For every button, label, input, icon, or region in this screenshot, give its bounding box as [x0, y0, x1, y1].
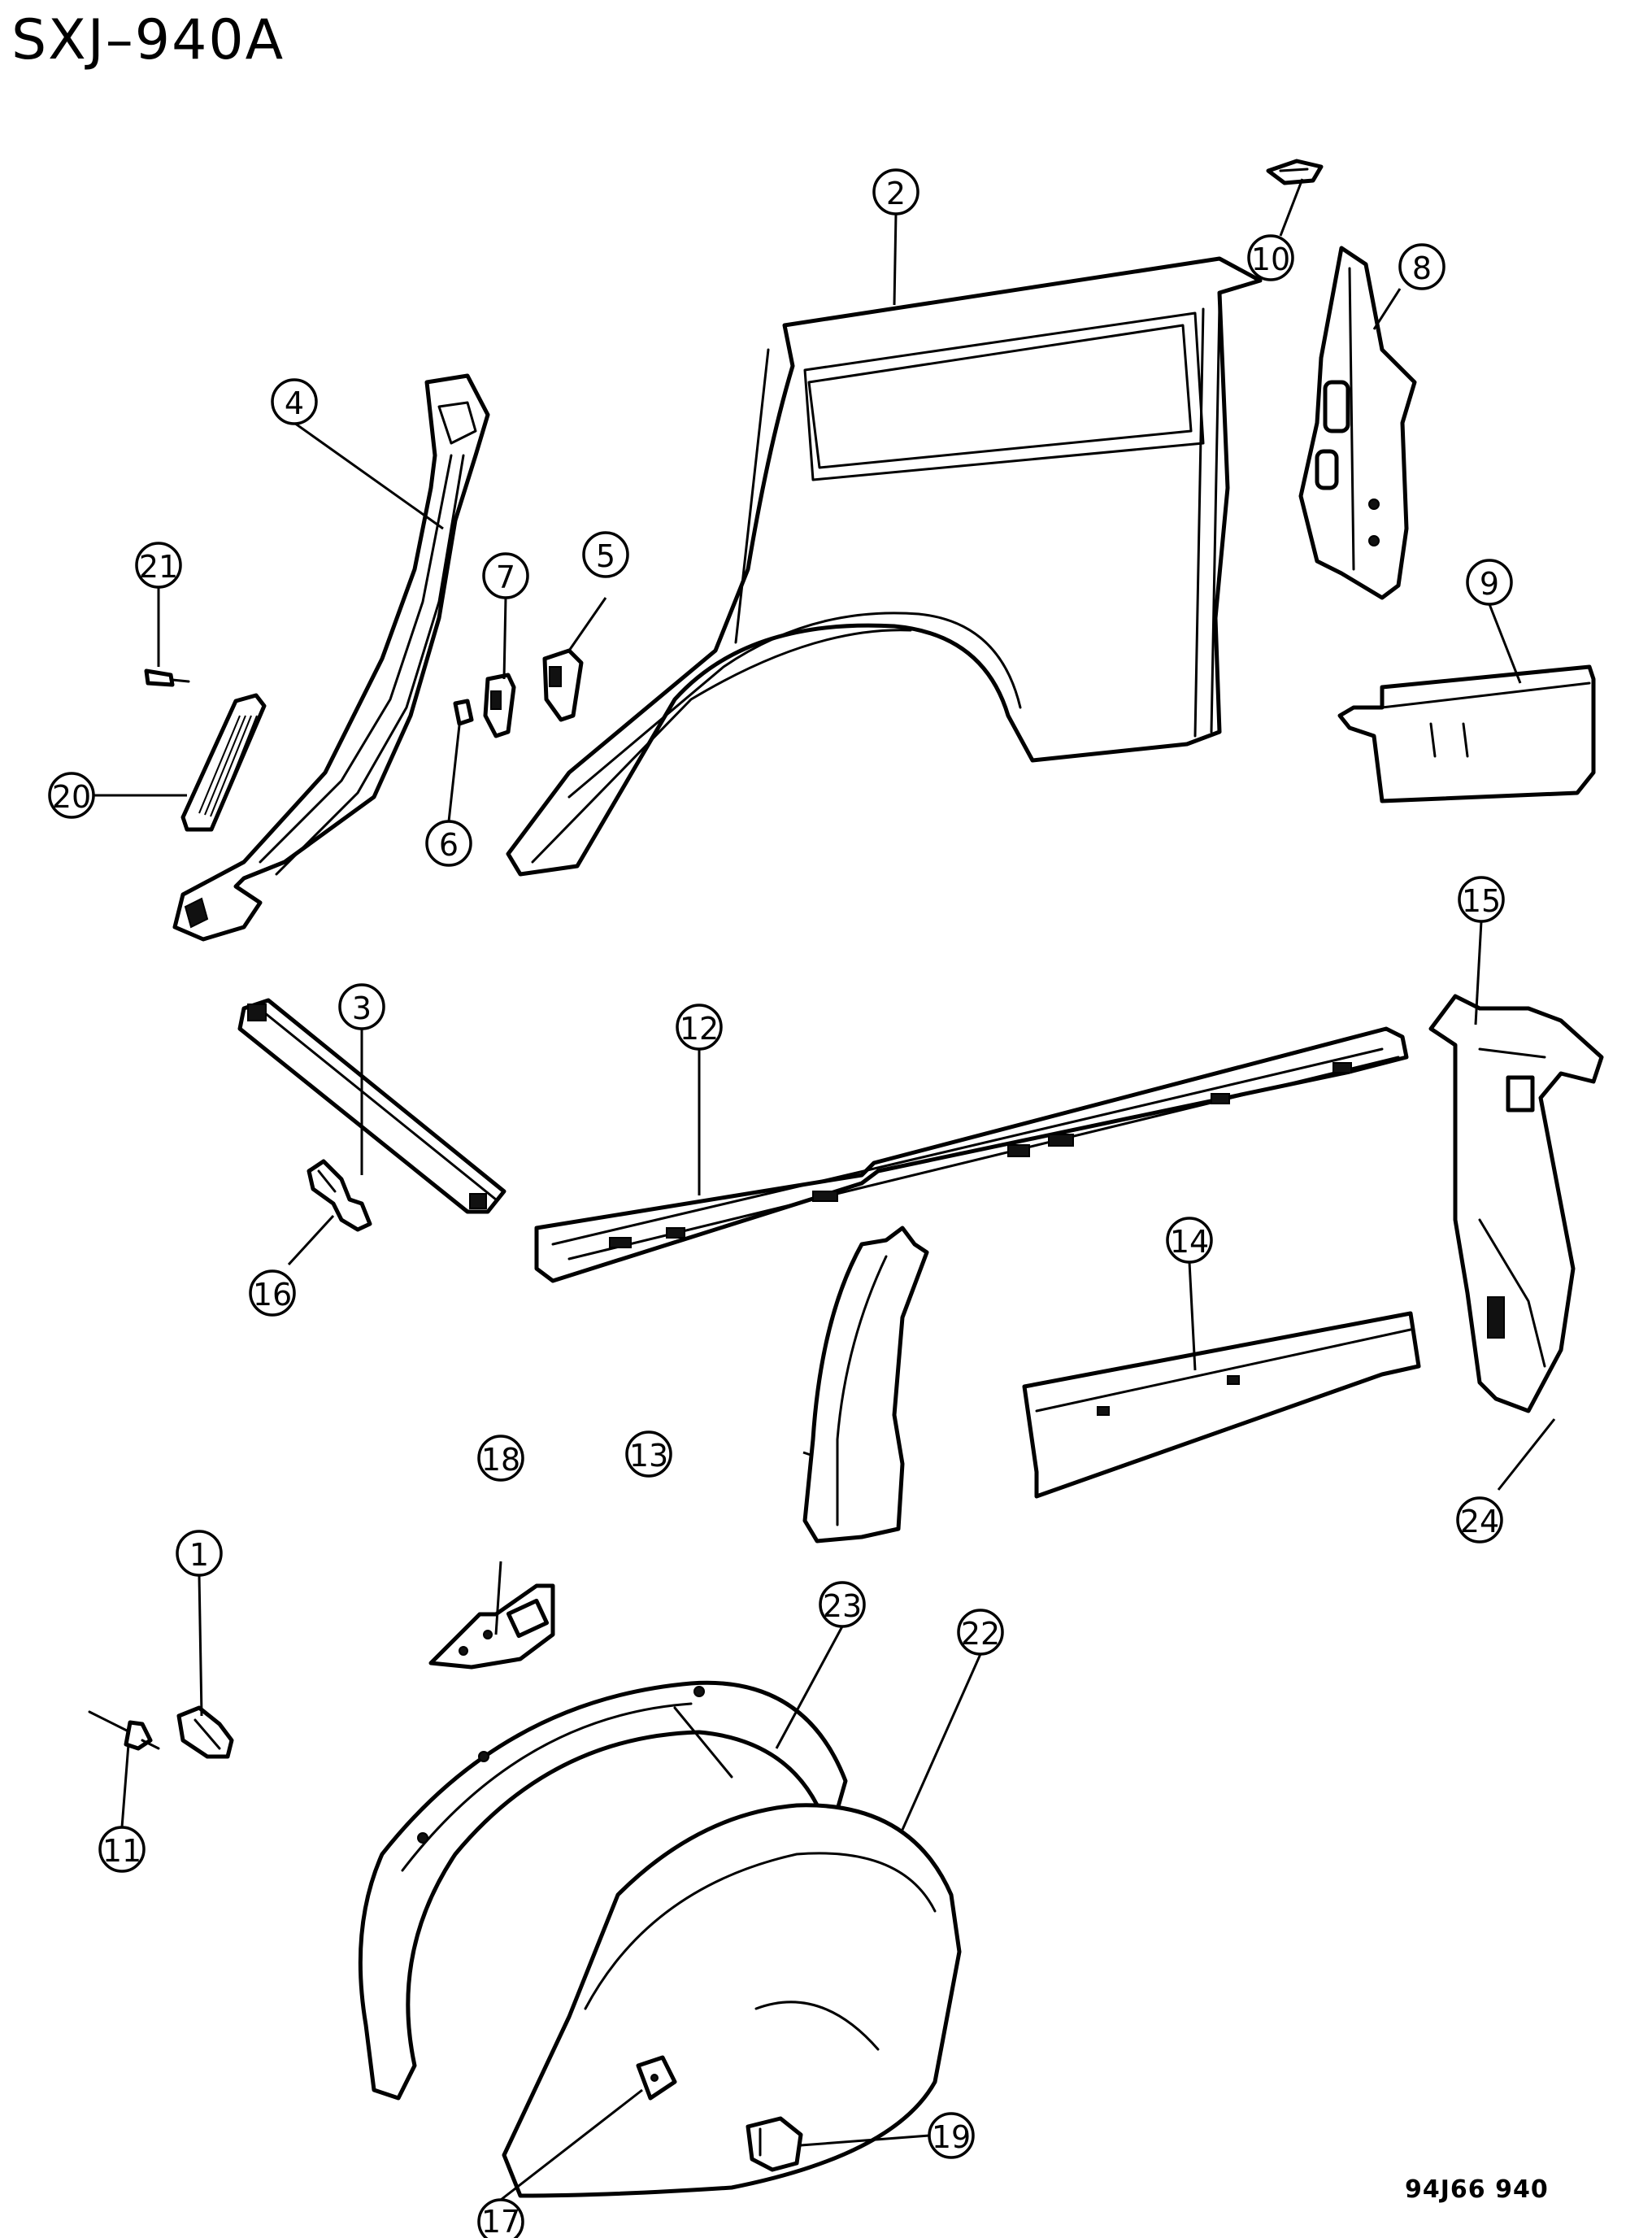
callout-21: 21 — [135, 542, 182, 589]
diagram-title: SXJ–940A — [11, 8, 285, 72]
svg-text:17: 17 — [481, 2204, 520, 2238]
part-wheelhouse-outer — [358, 1680, 848, 2101]
svg-text:11: 11 — [102, 1833, 141, 1869]
callout-24: 24 — [1456, 1496, 1503, 1544]
svg-text:16: 16 — [253, 1277, 292, 1313]
svg-text:23: 23 — [823, 1588, 862, 1624]
svg-text:1: 1 — [189, 1537, 209, 1573]
svg-text:21: 21 — [139, 549, 178, 585]
part-rear-extension — [1428, 994, 1604, 1413]
part-floor-panel — [1022, 1311, 1421, 1499]
svg-text:5: 5 — [596, 538, 615, 574]
callout-15: 15 — [1458, 876, 1505, 923]
part-wheelhouse-inner — [502, 1803, 962, 2198]
svg-text:6: 6 — [439, 827, 459, 863]
callout-13: 13 — [625, 1430, 672, 1478]
callout-4: 4 — [271, 378, 318, 425]
part-clip-5 — [542, 648, 584, 722]
part-sill — [534, 1026, 1409, 1283]
part-rear-panel — [1337, 664, 1596, 803]
svg-text:13: 13 — [629, 1438, 668, 1474]
part-bracket — [428, 1583, 555, 1670]
part-quarter-panel — [506, 256, 1263, 877]
part-retainer — [176, 1705, 234, 1759]
part-clip-6 — [453, 699, 474, 726]
diagram-code: 94J66 940 — [1405, 2175, 1549, 2204]
part-pillar — [172, 373, 490, 942]
part-screw — [144, 668, 190, 687]
svg-text:10: 10 — [1251, 242, 1290, 277]
svg-text:24: 24 — [1460, 1504, 1499, 1539]
callout-2: 2 — [872, 168, 919, 216]
part-curved-panel — [802, 1226, 929, 1544]
callout-8: 8 — [1398, 243, 1446, 290]
part-bolt — [306, 1159, 372, 1232]
part-vent-grille — [180, 693, 267, 832]
callout-5: 5 — [582, 531, 629, 578]
callout-20: 20 — [48, 772, 95, 819]
svg-text:22: 22 — [961, 1616, 1000, 1652]
callout-23: 23 — [819, 1581, 866, 1628]
callout-7: 7 — [482, 552, 529, 599]
svg-text:18: 18 — [481, 1442, 520, 1478]
svg-text:9: 9 — [1480, 566, 1499, 602]
part-fastener — [88, 1710, 160, 1751]
svg-text:4: 4 — [285, 385, 304, 421]
callout-11: 11 — [98, 1826, 146, 1873]
callout-9: 9 — [1466, 559, 1513, 606]
svg-text:12: 12 — [680, 1011, 719, 1047]
svg-text:3: 3 — [352, 991, 372, 1026]
svg-text:15: 15 — [1462, 883, 1501, 919]
callout-3: 3 — [338, 983, 385, 1030]
callout-18: 18 — [477, 1435, 524, 1482]
callout-1: 1 — [176, 1530, 223, 1577]
callout-17: 17 — [477, 2198, 524, 2238]
part-small-bracket — [1266, 159, 1324, 185]
part-cross-member — [237, 998, 506, 1214]
callout-14: 14 — [1166, 1217, 1213, 1264]
callout-12: 12 — [676, 1004, 723, 1051]
callout-16: 16 — [249, 1269, 296, 1317]
leader-lines — [93, 178, 1556, 2201]
svg-text:19: 19 — [932, 2119, 971, 2155]
svg-text:8: 8 — [1412, 250, 1432, 286]
callout-22: 22 — [957, 1609, 1004, 1656]
part-plug — [746, 2116, 803, 2172]
svg-text:7: 7 — [496, 560, 515, 595]
svg-text:2: 2 — [886, 176, 906, 211]
svg-text:20: 20 — [52, 779, 91, 815]
svg-text:14: 14 — [1170, 1224, 1209, 1260]
part-d-pillar-reinforcement — [1298, 246, 1417, 600]
callout-6: 6 — [425, 820, 472, 867]
part-clip-7 — [483, 673, 516, 738]
callout-19: 19 — [928, 2112, 975, 2159]
callout-10: 10 — [1247, 234, 1294, 281]
